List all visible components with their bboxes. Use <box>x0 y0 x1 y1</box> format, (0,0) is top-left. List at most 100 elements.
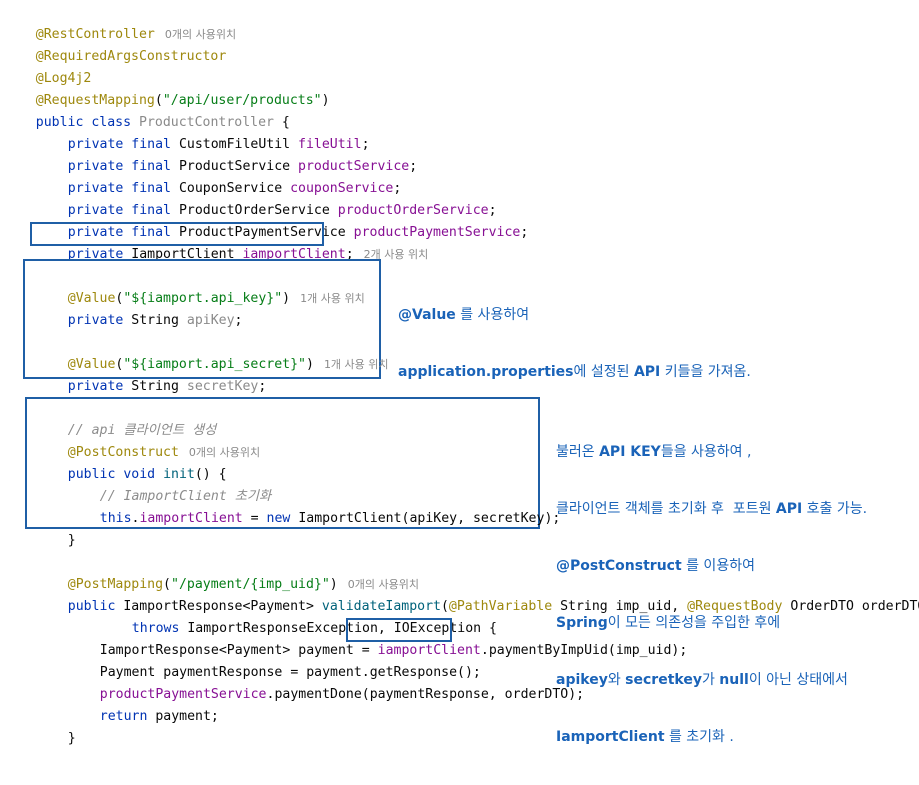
field-name: couponService <box>290 181 394 196</box>
field-type: ProductPaymentService <box>178 225 346 240</box>
code-line: @RequiredArgsConstructor <box>4 24 227 64</box>
statement: payment; <box>147 709 219 724</box>
code-line: IamportResponse<Payment> payment = iampo… <box>68 618 688 658</box>
annotation: @RestController <box>35 27 155 42</box>
code-line: public class ProductController { <box>35 115 290 130</box>
keyword: private <box>67 247 124 262</box>
code-line: } <box>67 731 76 746</box>
keyword: private final <box>67 203 171 218</box>
code-line: @Value("${iamport.api_secret}")1개 사용 위치 <box>67 357 389 372</box>
annotation-note-value: @Value 를 사용하여 application.properties에 설정… <box>398 307 751 380</box>
keyword: new <box>266 511 291 526</box>
keyword: throws <box>131 621 180 636</box>
highlight-box-iamport-field <box>30 222 324 246</box>
code-editor[interactable]: @RestController 0개의 사용위치 @RequiredArgsCon… <box>0 0 919 746</box>
keyword: private final <box>67 225 171 240</box>
field-name: iamportClient <box>242 247 346 262</box>
code-line: private String apiKey; <box>67 313 243 328</box>
annotation: @Value <box>67 291 116 306</box>
code-line: return payment; <box>68 684 219 724</box>
code-line: @Value("${iamport.api_key}")1개 사용 위치 <box>67 291 365 306</box>
highlight-box-iamport-usage <box>346 618 452 642</box>
highlight-box-value-block <box>23 259 381 379</box>
usage-hint[interactable]: 0개의 사용위치 <box>347 578 419 591</box>
parameter: OrderDTO orderDTO) <box>790 599 919 614</box>
field-line: private final CouponService couponServic… <box>67 181 402 196</box>
field-name: productPaymentService <box>99 687 267 702</box>
code-line: public IamportResponse<Payment> validate… <box>36 574 919 614</box>
field-name: productService <box>298 159 410 174</box>
field-name: fileUtil <box>298 137 362 152</box>
field-name: secretKey <box>186 379 259 394</box>
code-line: this.iamportClient = new IamportClient(a… <box>99 511 561 526</box>
field-name: iamportClient <box>139 511 243 526</box>
field-type: ProductOrderService <box>178 203 330 218</box>
string-literal: "${iamport.api_secret}" <box>123 357 306 372</box>
code-line: @PostConstruct 0개의 사용위치 <box>36 420 260 460</box>
field-name: apiKey <box>186 313 235 328</box>
string-literal: "/api/user/products" <box>162 93 322 108</box>
field-line: private final CustomFileUtil fileUtil; <box>67 137 370 152</box>
string-literal: "${iamport.api_key}" <box>123 291 283 306</box>
method-name: validateIamport <box>321 599 441 614</box>
usage-hint[interactable]: 0개의 사용위치 <box>164 28 237 41</box>
method-name: init <box>163 467 195 482</box>
code-line: @RestController 0개의 사용위치 <box>4 2 236 42</box>
comment: // api 클라이언트 생성 <box>67 423 217 438</box>
annotation: @RequestBody <box>687 599 783 614</box>
annotation: @PostConstruct <box>67 445 179 460</box>
annotation: @Value <box>67 357 116 372</box>
field-line: private final ProductService productServ… <box>67 159 418 174</box>
usage-hint[interactable]: 2개 사용 위치 <box>363 248 429 261</box>
keyword: public <box>67 599 116 614</box>
string-literal: "/payment/{imp_uid}" <box>171 577 330 592</box>
code-line: @PostMapping("/payment/{imp_uid}")0개의 사용… <box>67 577 419 592</box>
statement: .paymentByImpUid(imp_uid); <box>480 643 688 658</box>
field-line: private IamportClient iamportClient;2개 사… <box>67 247 429 262</box>
class-name: ProductController <box>139 115 274 130</box>
exception-list: IamportResponseException, IOException { <box>187 621 498 636</box>
keyword: private final <box>67 159 171 174</box>
annotation-note-init: 불러온 API KEY들을 사용하여 , 클라이언트 객체를 초기화 후 포트원… <box>556 444 868 745</box>
annotation: @PostMapping <box>67 577 164 592</box>
parameter: String imp_uid, <box>560 599 680 614</box>
keyword: this <box>99 511 132 526</box>
code-line: productPaymentService.paymentDone(paymen… <box>68 662 584 702</box>
field-type: CustomFileUtil <box>178 137 291 152</box>
keyword: return <box>99 709 148 724</box>
return-type: IamportResponse<Payment> <box>123 599 314 614</box>
code-line: throws IamportResponseException, IOExcep… <box>100 596 497 636</box>
code-line: } <box>67 533 76 548</box>
usage-hint[interactable]: 0개의 사용위치 <box>188 446 261 459</box>
annotation: @PathVariable <box>448 599 553 614</box>
comment-line: // api 클라이언트 생성 <box>36 398 216 438</box>
constructor-call: IamportClient(apiKey, secretKey); <box>298 511 561 526</box>
field-type: ProductService <box>178 159 291 174</box>
code-line: public void init() { <box>67 467 227 482</box>
annotation: @RequiredArgsConstructor <box>35 49 227 64</box>
code-line: @Log4j2 <box>4 46 92 86</box>
keyword: private <box>67 313 124 328</box>
keyword: public void <box>67 467 156 482</box>
comment-line: // IamportClient 초기화 <box>68 464 271 504</box>
field-line: private final ProductPaymentService prod… <box>67 225 529 240</box>
annotation: @RequestMapping <box>35 93 155 108</box>
field-type: String <box>131 313 179 328</box>
comment: // IamportClient 초기화 <box>99 489 272 504</box>
field-type: IamportClient <box>131 247 235 262</box>
field-type: CouponService <box>178 181 283 196</box>
usage-hint[interactable]: 1개 사용 위치 <box>323 358 389 371</box>
usage-hint[interactable]: 1개 사용 위치 <box>300 292 365 305</box>
field-name: productPaymentService <box>353 225 521 240</box>
statement: IamportResponse<Payment> payment = <box>99 643 378 658</box>
keyword: public class <box>35 115 132 130</box>
keyword: private final <box>67 137 171 152</box>
annotation: @Log4j2 <box>35 71 92 86</box>
highlight-box-init-block <box>25 397 540 529</box>
statement: .paymentDone(paymentResponse, orderDTO); <box>266 687 585 702</box>
keyword: private <box>67 379 124 394</box>
code-line: Payment paymentResponse = payment.getRes… <box>68 640 481 680</box>
code-line: @RequestMapping("/api/user/products") <box>35 93 330 108</box>
field-name: iamportClient <box>377 643 481 658</box>
code-line: private String secretKey; <box>67 379 267 394</box>
